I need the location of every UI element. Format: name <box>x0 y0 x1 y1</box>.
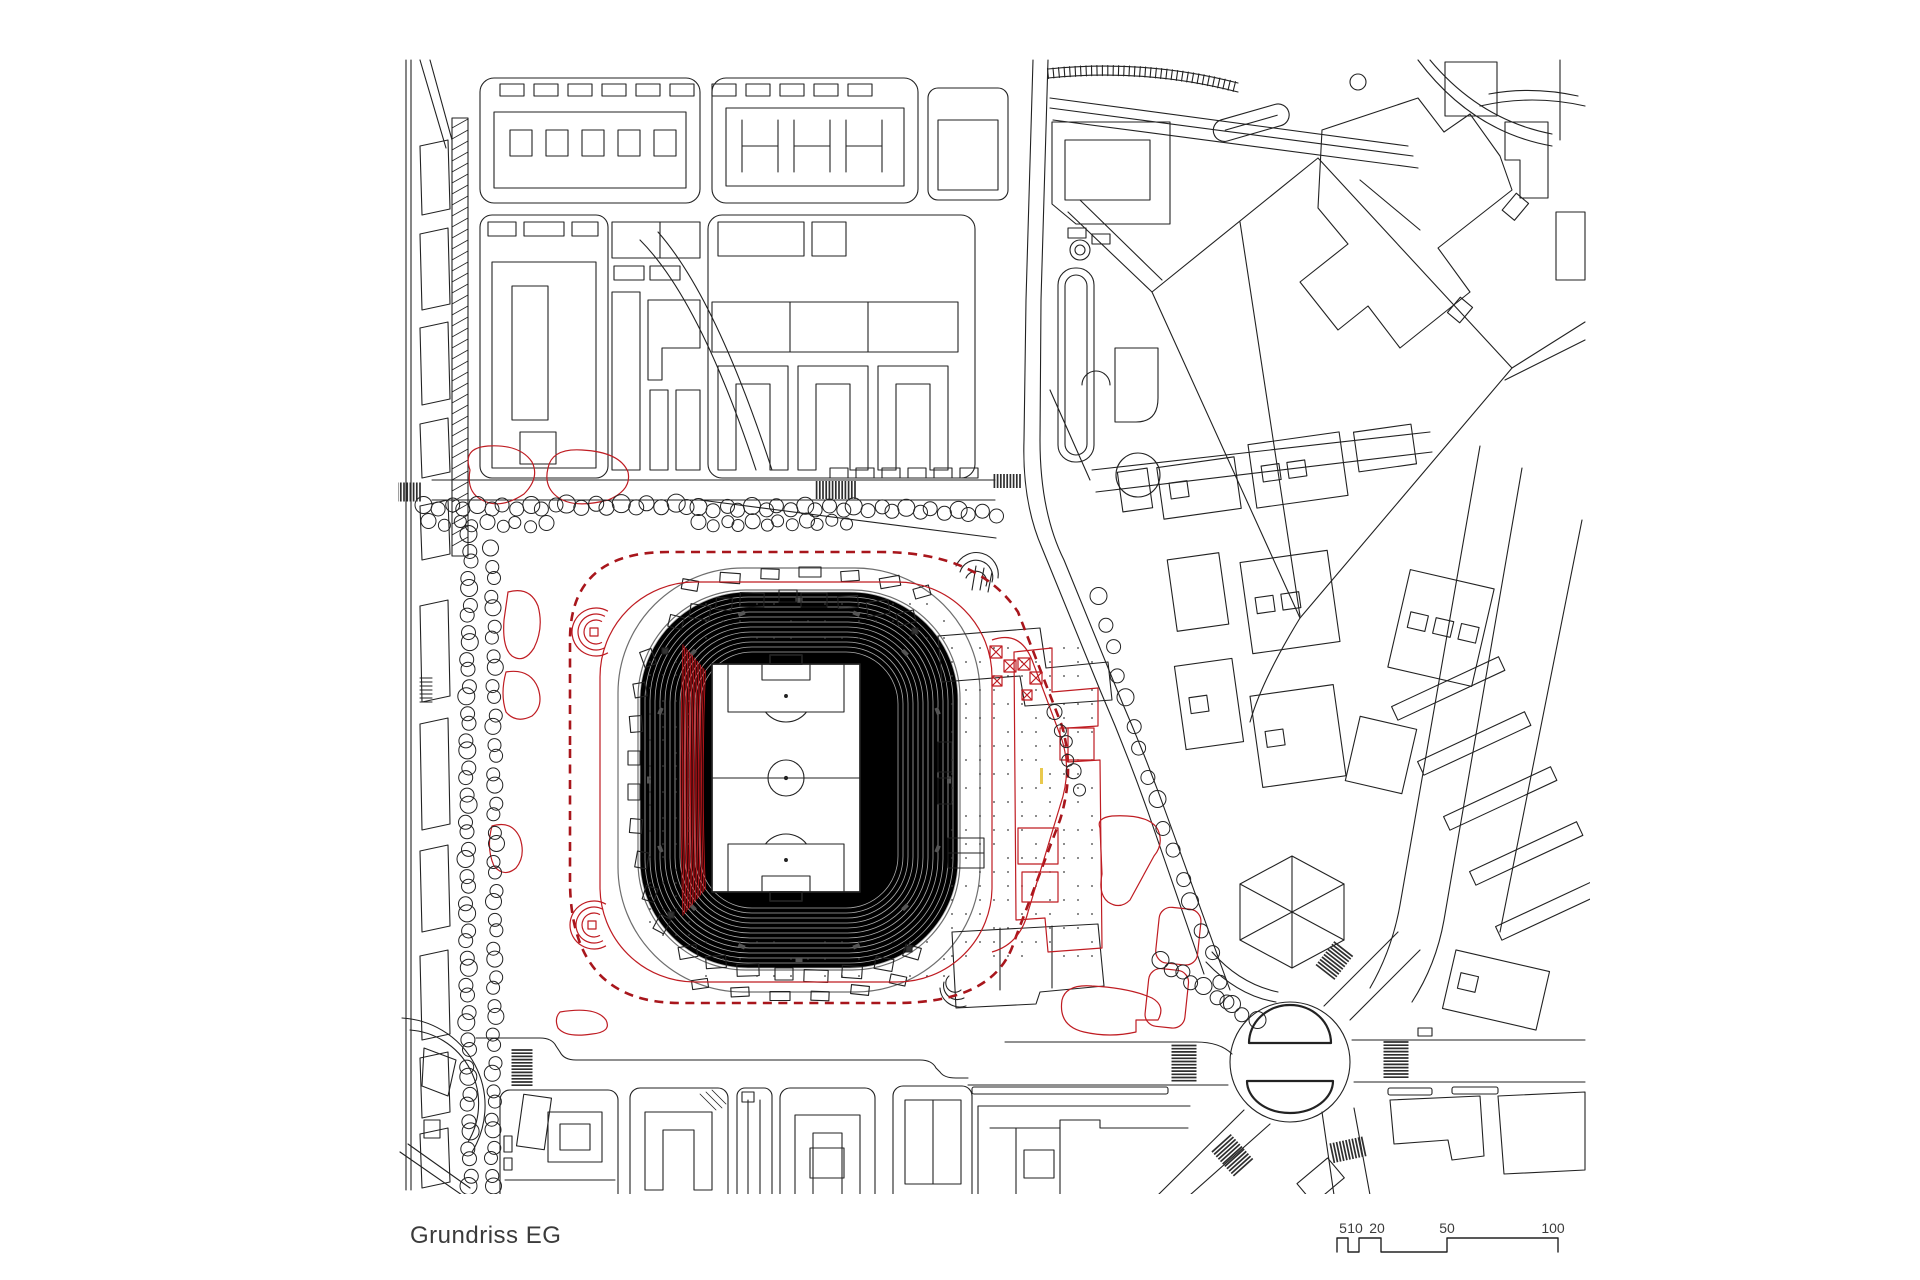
railway-embankment <box>419 117 469 703</box>
concourse-rooms <box>627 566 932 1002</box>
courtyard-buildings <box>1116 423 1551 1031</box>
soccer-pitch <box>711 654 861 902</box>
scale-label-50: 50 <box>1439 1220 1455 1236</box>
highlighted-west-stand <box>680 644 706 916</box>
city-blocks-northwest <box>479 77 1009 479</box>
goal-north <box>769 654 803 665</box>
scale-bar: 5 10 20 50 100 <box>1336 1220 1565 1253</box>
slab-housing-rows <box>1391 656 1590 941</box>
west-parcels <box>419 139 451 1189</box>
city-blocks-east <box>1205 855 1345 1003</box>
scale-label-20: 20 <box>1369 1220 1385 1236</box>
open-square <box>1151 157 1513 619</box>
yellow-marker <box>1040 768 1043 784</box>
roundabout <box>967 1001 1586 1194</box>
crosswalks <box>398 474 1409 1177</box>
roundabout-island-south <box>1245 1079 1335 1115</box>
scale-label-5: 5 <box>1339 1220 1347 1236</box>
railway-track <box>1046 65 1239 93</box>
block-top-units <box>499 83 979 479</box>
roundabout-island-north <box>1247 1003 1333 1045</box>
spiral-ramps <box>569 607 609 950</box>
city-blocks-south <box>399 1017 973 1194</box>
scale-label-100: 100 <box>1541 1220 1565 1236</box>
city-blocks-northeast <box>1049 61 1586 619</box>
landscape-red-overlay <box>467 445 1202 1036</box>
street-trees <box>414 493 1267 1194</box>
street-network <box>405 59 1586 1191</box>
scale-label-10: 10 <box>1347 1220 1363 1236</box>
drawing-caption: Grundriss EG <box>410 1222 561 1249</box>
site-plan <box>398 59 1590 1194</box>
stadium <box>467 445 1202 1036</box>
east-building <box>937 552 1113 1009</box>
goal-south <box>769 891 803 902</box>
